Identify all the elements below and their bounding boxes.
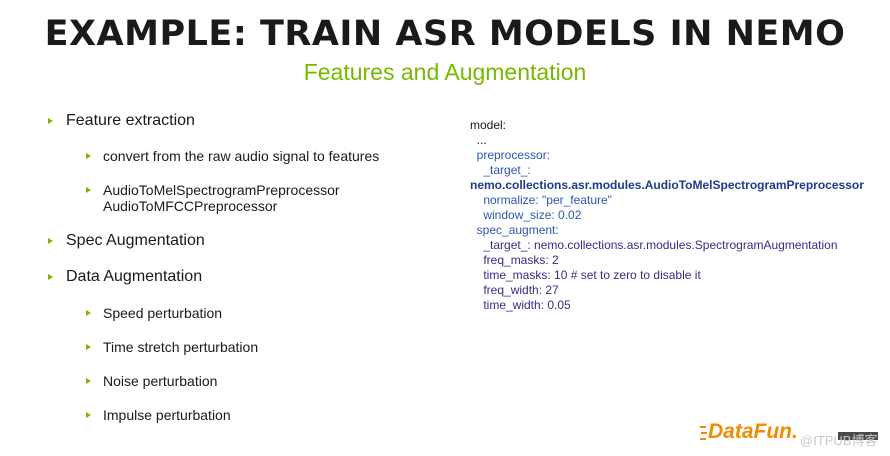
- code-line: ...: [470, 133, 487, 147]
- config-code-block: model: ... preprocessor: _target_: nemo.…: [470, 118, 864, 313]
- slide-title: EXAMPLE: TRAIN ASR MODELS IN NEMO: [44, 14, 846, 54]
- code-line: model:: [470, 118, 507, 132]
- code-line: time_masks: 10 # set to zero to disable …: [470, 268, 701, 282]
- bullet-arrow-icon: [86, 412, 91, 418]
- code-line: _target_: nemo.collections.asr.modules.S…: [470, 238, 838, 252]
- watermark: @ITPUB博客: [800, 433, 878, 448]
- bullet-arrow-icon: [86, 310, 91, 316]
- bullet-preprocessor-2: AudioToMFCCPreprocessor: [103, 198, 278, 214]
- slide-subtitle: Features and Augmentation: [303, 59, 587, 85]
- bullet-arrow-icon: [86, 378, 91, 384]
- code-line: preprocessor:: [470, 148, 551, 162]
- bullet-spec-augmentation: Spec Augmentation: [66, 232, 205, 249]
- bullet-arrow-icon: [48, 238, 53, 244]
- datafun-logo-icon: [700, 426, 707, 440]
- bullet-arrow-icon: [86, 344, 91, 350]
- code-line: _target_:: [470, 163, 531, 177]
- code-line: time_width: 0.05: [470, 298, 571, 312]
- code-line: freq_masks: 2: [470, 253, 559, 267]
- code-line: spec_augment:: [470, 223, 559, 237]
- code-line: window_size: 0.02: [470, 208, 582, 222]
- bullet-speed: Speed perturbation: [103, 305, 223, 321]
- code-line: normalize: "per_feature": [470, 193, 612, 207]
- code-line: freq_width: 27: [470, 283, 559, 297]
- bullet-data-augmentation: Data Augmentation: [66, 268, 203, 285]
- bullet-arrow-icon: [86, 153, 91, 159]
- bullet-preprocessor-1: AudioToMelSpectrogramPreprocessor: [103, 182, 340, 198]
- bullet-time-stretch: Time stretch perturbation: [103, 339, 259, 355]
- datafun-logo: DataFun.: [708, 420, 798, 443]
- bullet-arrow-icon: [48, 118, 53, 124]
- bullet-convert: convert from the raw audio signal to fea…: [103, 148, 380, 164]
- bullet-noise: Noise perturbation: [103, 373, 218, 389]
- bullet-arrow-icon: [86, 187, 91, 193]
- code-line: nemo.collections.asr.modules.AudioToMelS…: [470, 178, 864, 192]
- bullet-feature-extraction: Feature extraction: [66, 112, 195, 129]
- bullet-impulse: Impulse perturbation: [103, 407, 231, 423]
- bullet-arrow-icon: [48, 274, 53, 280]
- nvidia-logo-icon: [838, 432, 878, 440]
